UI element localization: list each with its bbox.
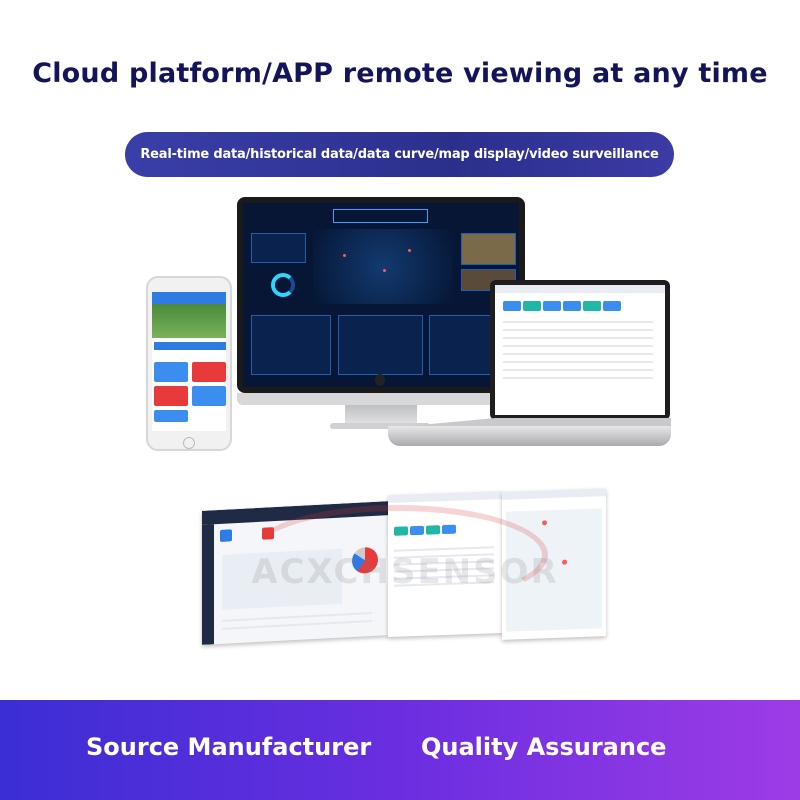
feature-quality-assurance: Quality Assurance bbox=[421, 733, 667, 761]
monitor-stand bbox=[345, 405, 417, 425]
video-panel bbox=[461, 233, 516, 265]
home-button bbox=[183, 437, 195, 449]
dashboard-title-frame bbox=[333, 209, 428, 223]
watermark-text: ACXCHSENSOR bbox=[251, 552, 559, 592]
apple-icon bbox=[375, 374, 385, 386]
data-panel bbox=[338, 315, 423, 375]
monitor-foot bbox=[330, 423, 430, 429]
feature-pill: Real-time data/historical data/data curv… bbox=[125, 132, 674, 177]
laptop-base bbox=[388, 426, 671, 446]
laptop-hinge bbox=[388, 418, 671, 428]
donut-gauge bbox=[271, 273, 295, 297]
feature-banner bbox=[0, 700, 800, 800]
laptop-display bbox=[495, 285, 665, 415]
phone-screen bbox=[152, 292, 226, 431]
dashboard-display bbox=[243, 203, 519, 387]
dashboard-panel bbox=[251, 233, 306, 263]
page-headline: Cloud platform/APP remote viewing at any… bbox=[32, 58, 768, 89]
watermark-arc bbox=[248, 505, 548, 605]
desktop-screen bbox=[237, 197, 525, 393]
laptop-screen bbox=[490, 280, 670, 420]
data-panel bbox=[251, 315, 331, 375]
dashboard-map bbox=[313, 229, 453, 304]
monitor-chin bbox=[237, 393, 525, 405]
smartphone bbox=[146, 276, 232, 451]
feature-source-manufacturer: Source Manufacturer bbox=[86, 733, 372, 761]
